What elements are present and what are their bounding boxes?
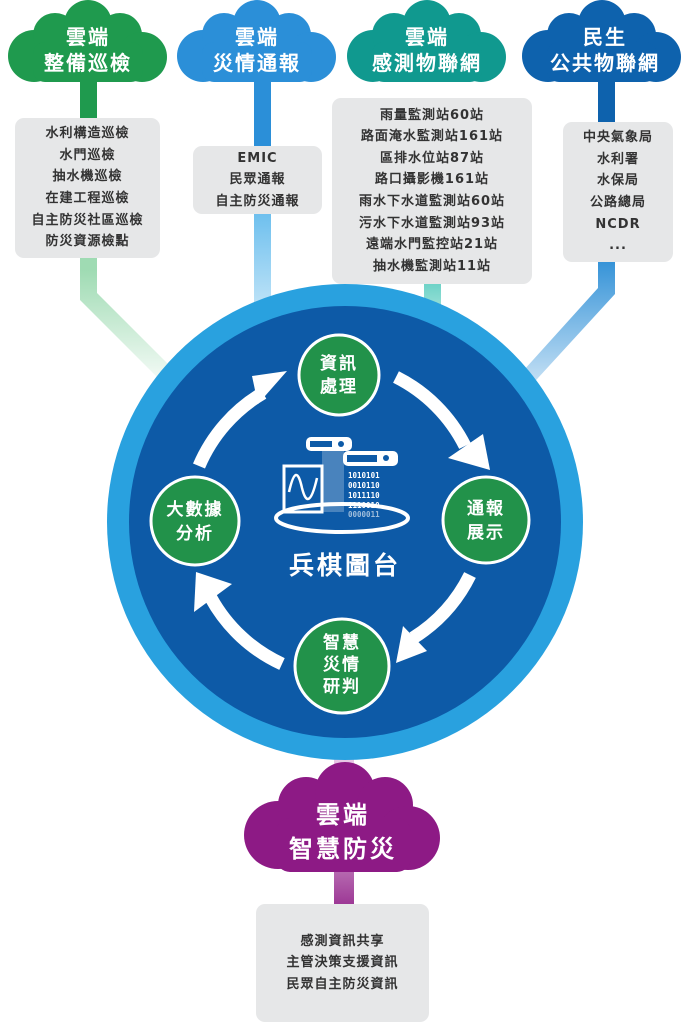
list-item: EMIC xyxy=(237,150,278,166)
list-item: 水門巡檢 xyxy=(59,147,116,163)
binary-line: 1110010 xyxy=(348,501,380,510)
list-public: 中央氣象局 水利署 水保局 公路總局 NCDR ... xyxy=(563,122,673,262)
node-bigdata-label: 大數據 xyxy=(167,499,224,520)
node-judge-label: 研判 xyxy=(323,677,361,697)
list-item: 污水下水道監測站93站 xyxy=(358,215,506,231)
cycle-arrows xyxy=(193,371,476,670)
list-item: 主管決策支援資訊 xyxy=(286,955,399,971)
list-item: 區排水位站87站 xyxy=(379,150,485,166)
list-item: 路口攝影機161站 xyxy=(374,172,490,188)
cloud-notify-line1: 雲端 xyxy=(235,25,279,49)
list-item: 路面淹水監測站161站 xyxy=(360,129,504,145)
node-info: 資訊 處理 xyxy=(297,333,381,417)
list-item: 抽水機巡檢 xyxy=(52,169,123,185)
war-game-icon xyxy=(274,437,410,534)
node-display-label: 通報 xyxy=(467,498,505,519)
cloud-output-line2: 智慧防災 xyxy=(289,835,397,863)
list-output: 感測資訊共享 主管決策支援資訊 民眾自主防災資訊 xyxy=(256,904,429,1022)
list-item: 民眾通報 xyxy=(229,172,286,188)
cloud-output: 雲端 智慧防災 xyxy=(244,762,440,872)
node-display: 通報 展示 xyxy=(441,475,531,565)
node-judge-label: 智慧 xyxy=(323,632,361,653)
cloud-notify: 雲端 災情通報 xyxy=(177,0,336,82)
node-info-label: 資訊 xyxy=(320,353,358,374)
list-item: 雨水下水道監測站60站 xyxy=(358,194,506,209)
node-bigdata-label: 分析 xyxy=(176,523,214,544)
central-cycle: 1010101 0010110 1011110 1110010 0000011 … xyxy=(107,284,583,760)
cloud-public: 民生 公共物聯網 xyxy=(522,0,681,82)
list-item: 公路總局 xyxy=(589,195,646,210)
list-item: 抽水機監測站11站 xyxy=(372,258,492,274)
list-patrol: 水利構造巡檢 水門巡檢 抽水機巡檢 在建工程巡檢 自主防災社區巡檢 防災資源檢點 xyxy=(15,118,160,258)
cloud-output-line1: 雲端 xyxy=(316,801,370,829)
node-judge: 智慧 災情 研判 xyxy=(293,617,391,715)
list-item: 感測資訊共享 xyxy=(300,933,385,949)
cloud-sensor-line1: 雲端 xyxy=(405,25,449,49)
binary-line: 0000011 xyxy=(348,510,380,519)
list-item: 遠端水門監控站21站 xyxy=(365,237,499,253)
binary-line: 1010101 xyxy=(348,471,380,480)
cloud-notify-line2: 災情通報 xyxy=(213,51,301,75)
list-item: 在建工程巡檢 xyxy=(45,191,130,206)
list-item: ... xyxy=(609,238,627,254)
binary-line: 1011110 xyxy=(348,491,380,500)
binary-digits: 1010101 0010110 1011110 1110010 0000011 xyxy=(348,471,380,519)
list-sensor: 雨量監測站60站 路面淹水監測站161站 區排水位站87站 路口攝影機161站 … xyxy=(332,98,532,284)
cloud-sensor-line2: 感測物聯網 xyxy=(372,51,482,75)
cloud-sensor: 雲端 感測物聯網 xyxy=(347,0,506,82)
cloud-patrol: 雲端 整備巡檢 xyxy=(8,0,167,82)
list-item: 自主防災通報 xyxy=(215,193,300,209)
list-item: 中央氣象局 xyxy=(582,130,653,146)
list-item: 水利署 xyxy=(596,151,639,167)
list-item: NCDR xyxy=(595,216,641,232)
cloud-public-line1: 民生 xyxy=(583,25,627,49)
node-display-label: 展示 xyxy=(467,523,505,543)
list-item: 防災資源檢點 xyxy=(45,234,130,250)
cycle-arrowheads xyxy=(194,371,490,663)
node-judge-label: 災情 xyxy=(323,654,361,675)
binary-line: 0010110 xyxy=(348,481,380,490)
center-title: 兵棋圖台 xyxy=(289,551,401,580)
node-bigdata: 大數據 分析 xyxy=(149,475,241,567)
list-item: 民眾自主防災資訊 xyxy=(286,976,399,992)
list-notify: EMIC 民眾通報 自主防災通報 xyxy=(193,146,322,214)
list-item: 水利構造巡檢 xyxy=(45,126,130,142)
cloud-public-line2: 公共物聯網 xyxy=(550,51,660,75)
list-item: 自主防災社區巡檢 xyxy=(31,212,144,228)
list-item: 雨量監測站60站 xyxy=(379,107,485,123)
node-info-label: 處理 xyxy=(320,376,358,397)
cloud-patrol-line2: 整備巡檢 xyxy=(43,51,132,75)
list-item: 水保局 xyxy=(596,173,639,189)
cloud-patrol-line1: 雲端 xyxy=(66,25,110,49)
